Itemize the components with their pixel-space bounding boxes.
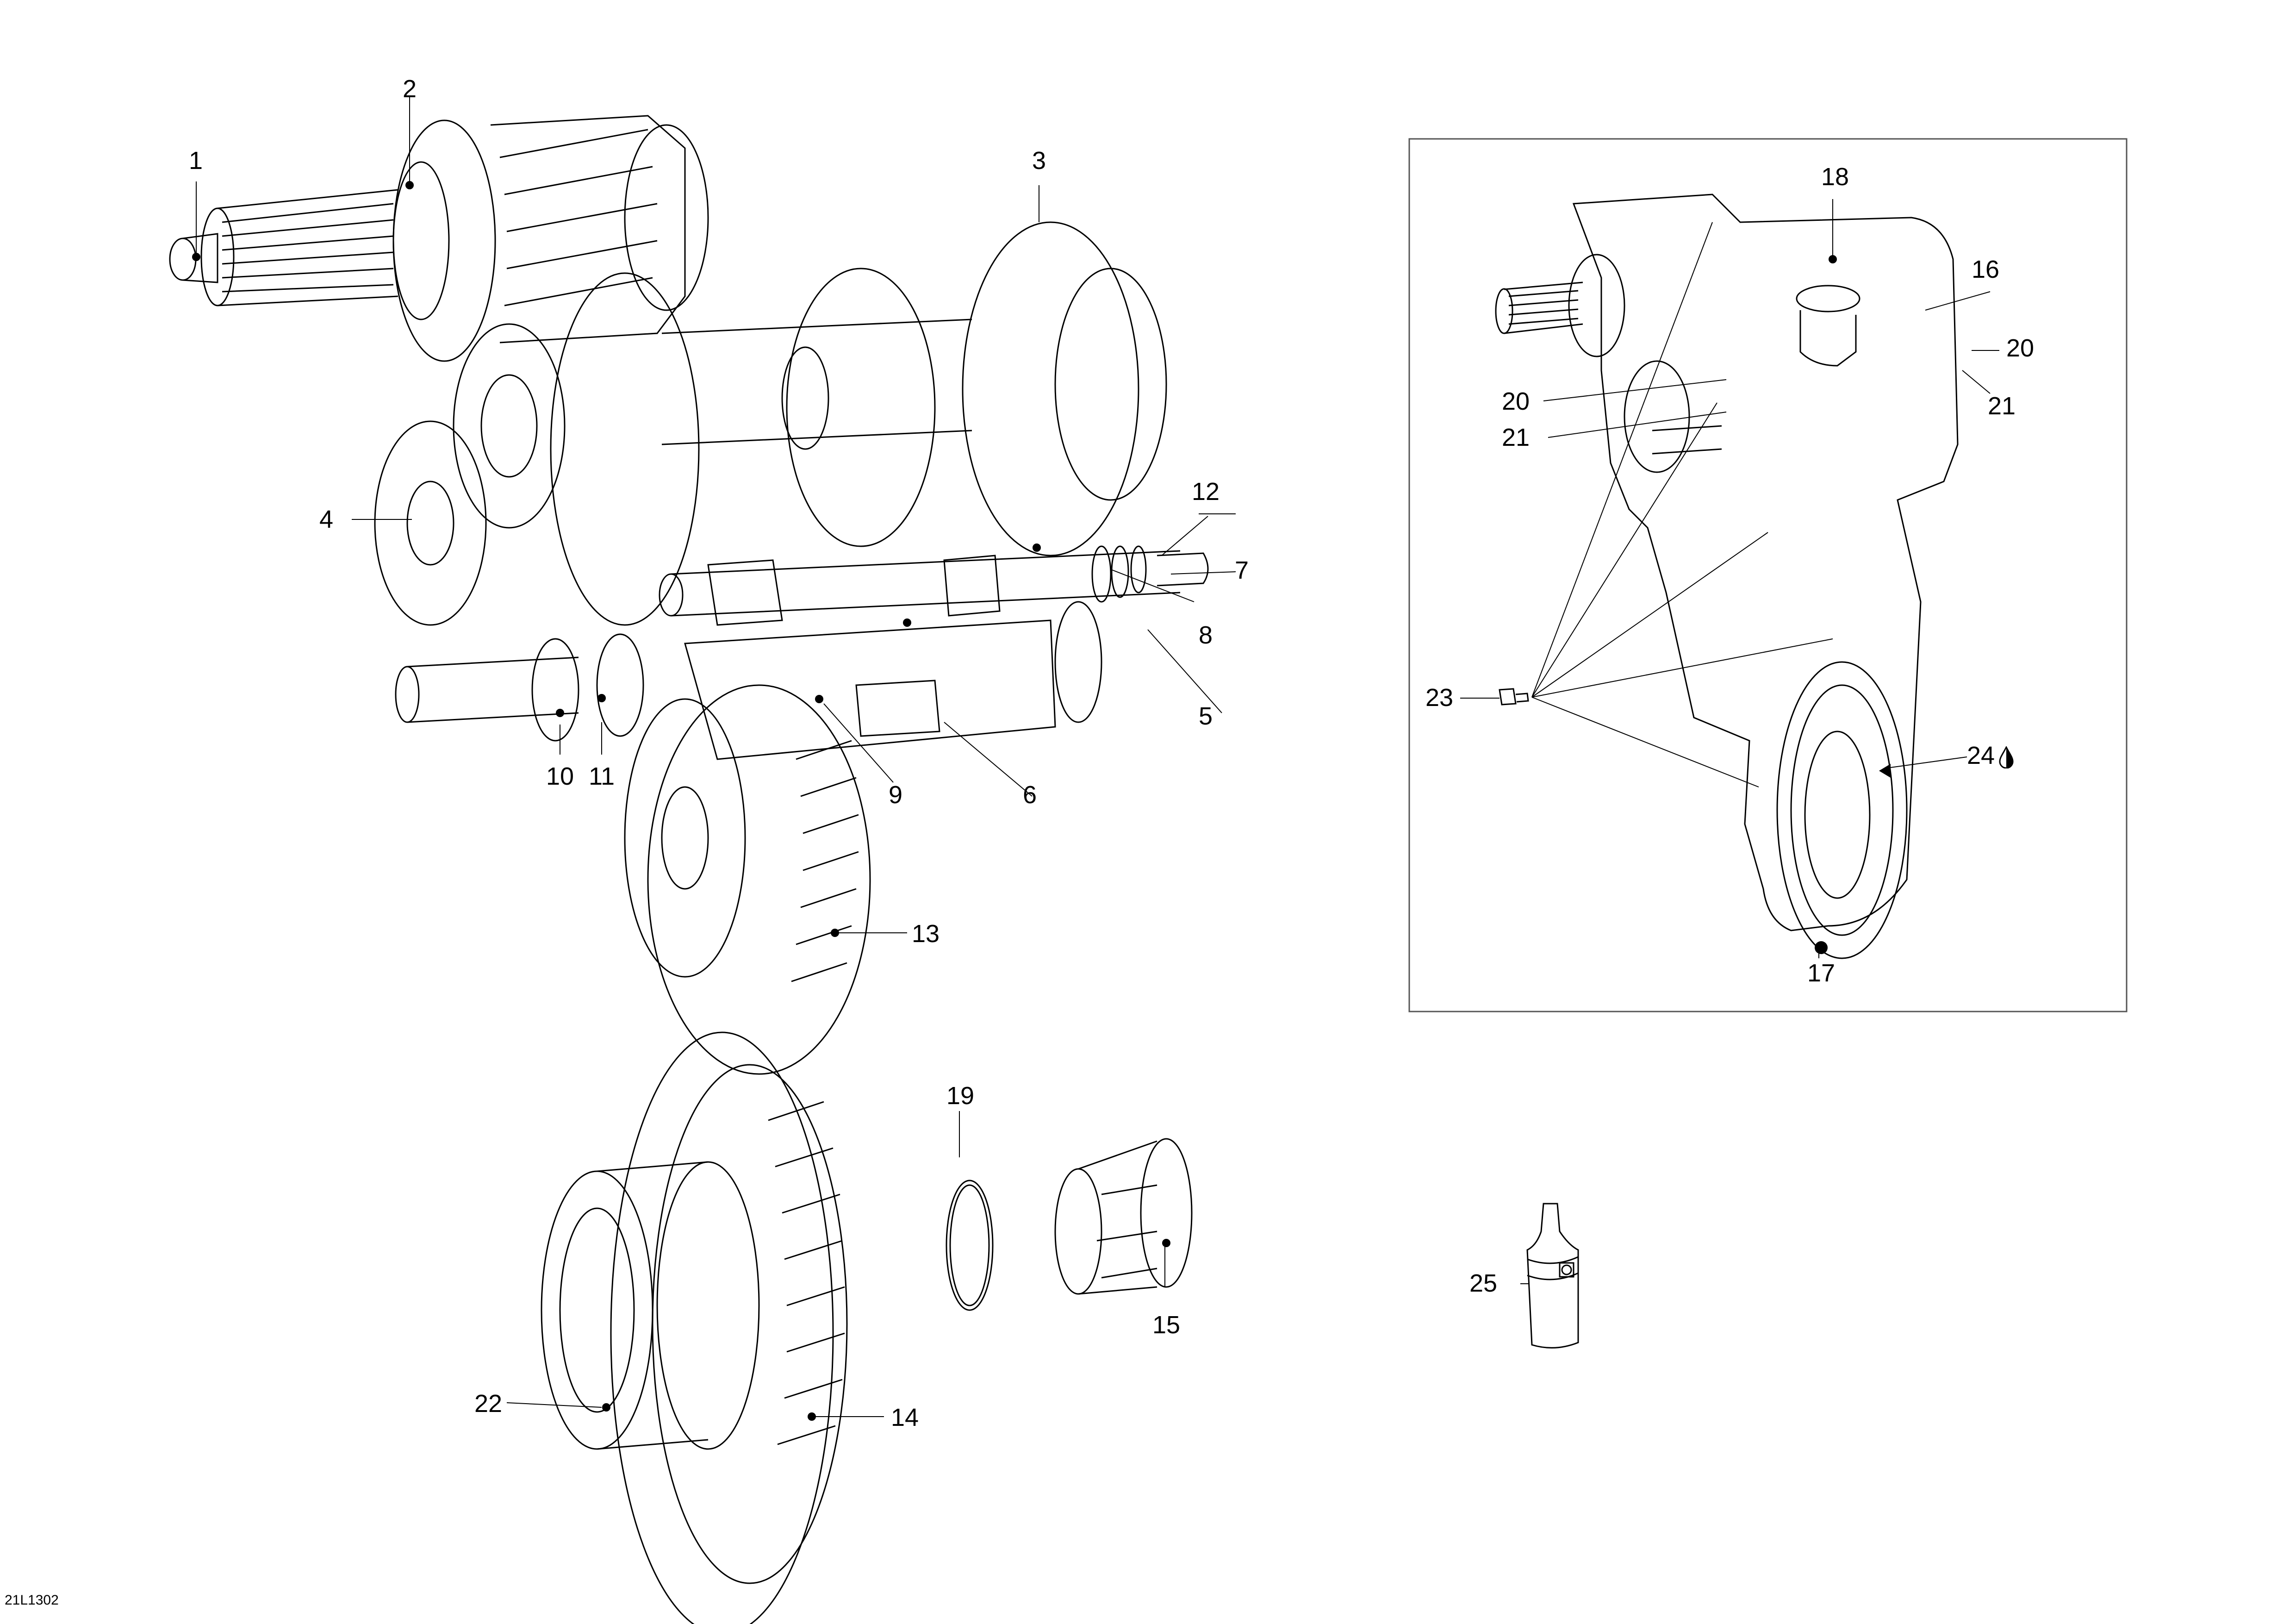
gear-14 xyxy=(610,1031,848,1624)
callout-dots xyxy=(192,181,1891,1421)
helical-gear-top xyxy=(490,115,709,344)
callout-15: 15 xyxy=(1152,1311,1181,1339)
splined-shaft xyxy=(169,119,496,362)
bearing-left xyxy=(374,272,700,626)
callout-10: 10 xyxy=(546,762,574,790)
callout-3: 3 xyxy=(1032,147,1046,175)
callout-5: 5 xyxy=(1199,702,1213,730)
callout-16: 16 xyxy=(1972,256,2000,283)
o-ring-19 xyxy=(946,1180,994,1311)
sleeve-15 xyxy=(1054,1138,1193,1295)
callout-7: 7 xyxy=(1235,556,1249,584)
gearbox-housing xyxy=(1495,194,1959,959)
callout-20-left: 20 xyxy=(1502,387,1530,415)
drawing-code: 21L1302 xyxy=(5,1593,59,1608)
inset-frame xyxy=(1408,138,2128,1012)
callout-12: 12 xyxy=(1192,478,1220,506)
callout-25: 25 xyxy=(1469,1269,1498,1297)
callout-1: 1 xyxy=(189,147,203,175)
callout-19: 19 xyxy=(946,1082,975,1110)
callout-23: 23 xyxy=(1425,684,1454,712)
gear-cluster xyxy=(661,221,1167,556)
oil-drop-icon xyxy=(1999,746,2014,768)
callout-21-right: 21 xyxy=(1988,392,2016,420)
callout-22: 22 xyxy=(474,1390,503,1418)
callout-24-number: 24 xyxy=(1967,742,1995,769)
callout-2: 2 xyxy=(403,75,417,103)
bottle-25 xyxy=(1526,1203,1579,1349)
selector-housing xyxy=(395,601,1102,760)
callout-14: 14 xyxy=(891,1404,919,1431)
callout-9: 9 xyxy=(889,781,903,809)
callout-8: 8 xyxy=(1199,621,1213,649)
callout-17: 17 xyxy=(1807,959,1836,987)
callout-4: 4 xyxy=(319,506,334,533)
callout-13: 13 xyxy=(912,920,940,948)
callout-20-right: 20 xyxy=(2006,334,2035,362)
gear-13 xyxy=(624,684,871,1075)
bolt-23 xyxy=(1499,688,1529,706)
callout-18: 18 xyxy=(1821,163,1849,191)
callout-6: 6 xyxy=(1023,781,1037,809)
callout-11: 11 xyxy=(589,762,615,790)
bearing-22 xyxy=(541,1161,760,1450)
leader-lines xyxy=(196,97,1999,1417)
shift-shaft xyxy=(659,545,1209,626)
callout-21-left: 21 xyxy=(1502,424,1530,451)
callout-24: 24 xyxy=(1967,743,2014,768)
